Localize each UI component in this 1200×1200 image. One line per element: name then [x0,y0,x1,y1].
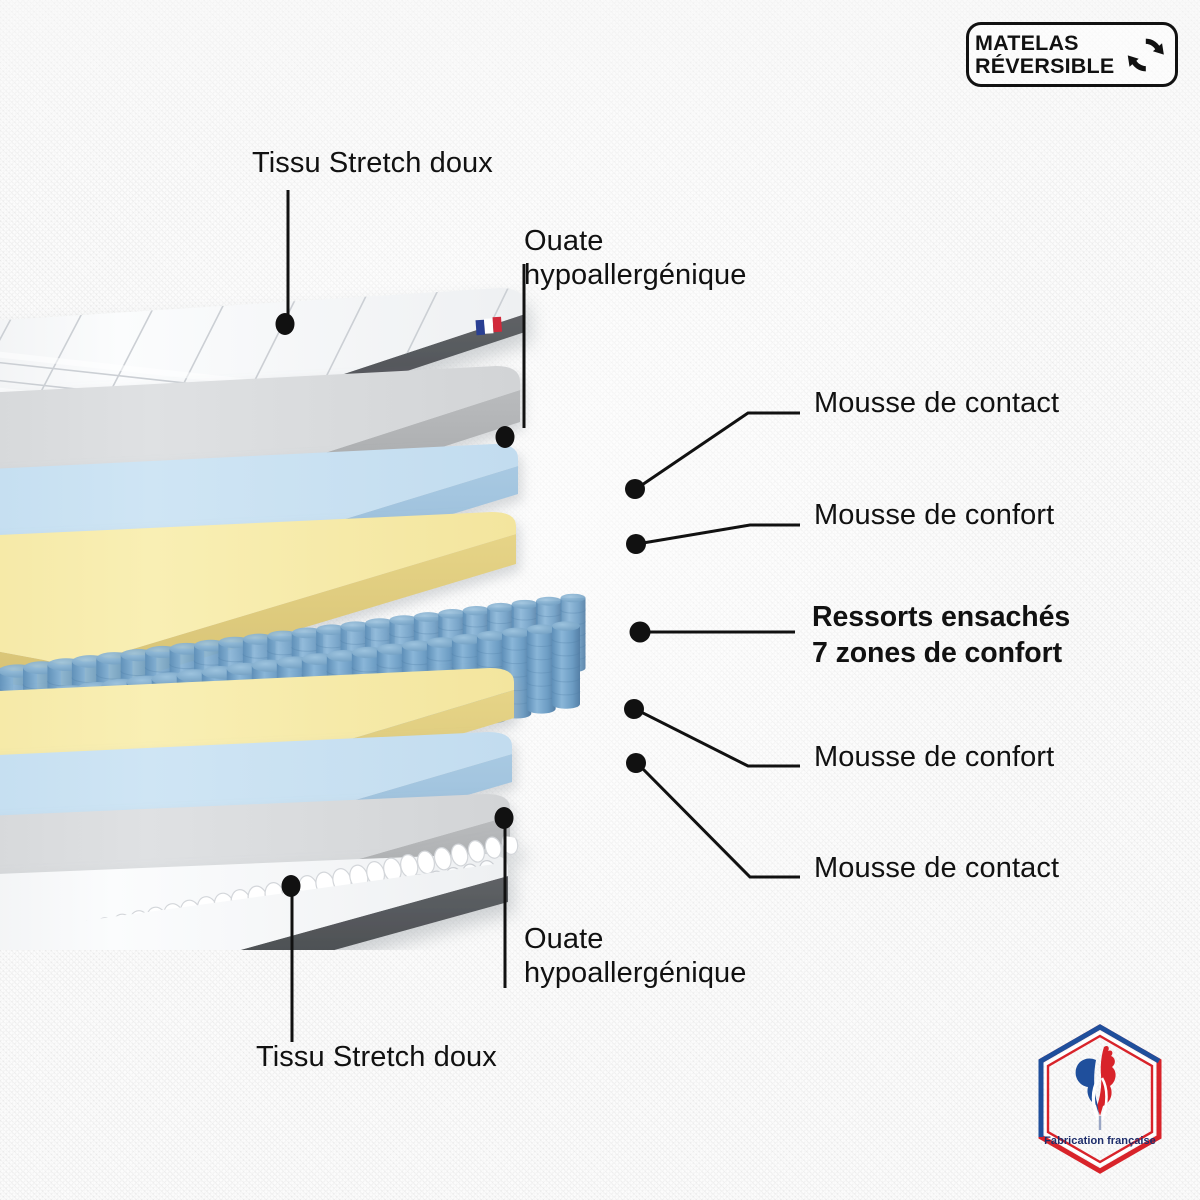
reversible-badge: MATELAS RÉVERSIBLE [966,22,1178,87]
french-flag-tab [475,316,503,336]
label-top-wadding: Ouate hypoallergénique [524,225,747,292]
quilt-puff [467,840,485,863]
label-top-fabric: Tissu Stretch doux [252,147,493,179]
label-bottom-contact-foam: Mousse de contact [814,852,1060,884]
quilt-puff [450,843,469,867]
quilt-puff [433,847,452,871]
label-top-contact-foam: Mousse de contact [814,387,1060,419]
quilt-puff [484,836,502,859]
pocket-spring [526,624,557,714]
label-bottom-wadding: Ouate hypoallergénique [524,923,747,990]
label-bottom-fabric: Tissu Stretch doux [256,1041,497,1073]
made-in-france-badge: Fabrication française [1026,1020,1174,1178]
label-bottom-comfort-foam: Mousse de confort [814,741,1055,773]
made-in-france-caption: Fabrication française [1044,1135,1156,1147]
french-rooster-icon [1038,1024,1162,1174]
pocket-spring [551,621,581,709]
reversible-badge-label: MATELAS RÉVERSIBLE [975,30,1115,78]
mattress-layer-stack [0,288,586,950]
recycle-arrows-icon [1128,38,1165,71]
layer-bottom-fabric [0,836,519,950]
label-springs: Ressorts ensachés 7 zones de confort [812,601,1071,669]
label-top-comfort-foam: Mousse de confort [814,499,1055,531]
quilt-puff [95,917,119,924]
